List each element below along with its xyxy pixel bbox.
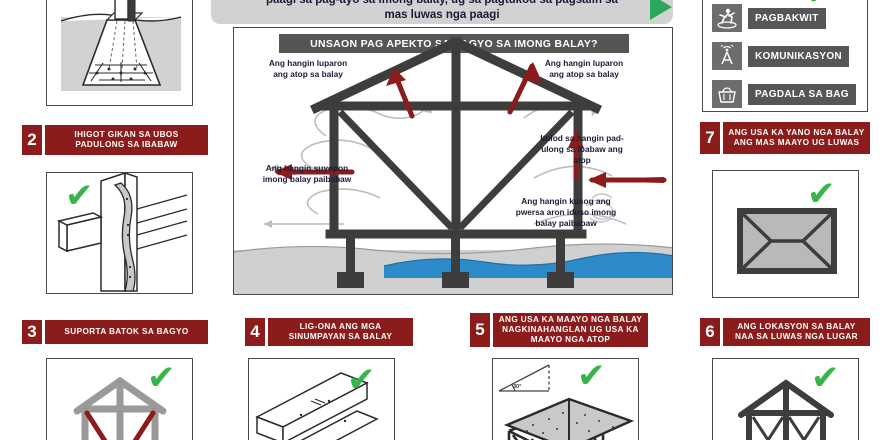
panel-6-title: ANG LOKASYON SA BALAY NAA SA LUWAS NGA L… <box>723 318 870 346</box>
diagram-label-top-left: Ang hangin luparon ang atop sa balay <box>268 58 348 79</box>
green-arrow-right-icon <box>650 0 672 20</box>
panel-3-check-icon: ✔ <box>147 358 176 398</box>
panel-5-title: ANG USA KA MAAYO NGA BALAY NAGKINAHANGLA… <box>493 313 648 347</box>
panel-2-title: IHIGOT GIKAN SA UBOS PADULONG SA IBABAW <box>45 125 208 155</box>
panel-6-check-icon: ✔ <box>811 358 840 398</box>
diagram-label-mid-right: Itulod sa hangin pad- ulong sa ibabaw an… <box>540 133 624 165</box>
panel-7-image: ✔ <box>712 170 859 298</box>
diagram-label-mid-left: Ang hangin suyopon imong balay paibabaw <box>262 163 352 184</box>
panel-7-header: 7 ANG USA KA YANO NGA BALAY ANG MAS MAAY… <box>700 122 870 154</box>
badge-box-check-icon: ✔ <box>806 0 831 10</box>
panel-2-check-icon: ✔ <box>65 176 94 216</box>
banner-text: paagi sa pag-ayo sa imong balay, ug sa p… <box>266 0 618 24</box>
panel-5-header: 5 ANG USA KA MAAYO NGA BALAY NAGKINAHANG… <box>470 313 648 347</box>
diagram-label-top-right: Ang hangin luparon ang atop sa balay <box>544 58 624 79</box>
panel-3-number: 3 <box>22 320 42 344</box>
panel-4-number: 4 <box>245 318 265 346</box>
handbag-icon <box>712 80 742 108</box>
banner-line-2: mas luwas nga paagi <box>384 9 500 22</box>
panel-7-check-icon: ✔ <box>807 174 836 214</box>
panel-5-number: 5 <box>470 313 490 347</box>
panel-3-image: ✔ <box>46 358 193 440</box>
running-person-icon <box>712 4 742 32</box>
panel-7-number: 7 <box>700 122 720 154</box>
top-banner: paagi sa pag-ayo sa imong balay, ug sa p… <box>211 0 673 24</box>
panel-4-image: ✔ <box>248 358 395 440</box>
badge-pagdala-sa-bag[interactable]: PAGDALA SA BAG <box>712 80 856 108</box>
panel-3-header: 3 SUPORTA BATOK SA BAGYO <box>22 320 208 344</box>
panel-4-check-icon: ✔ <box>347 360 376 400</box>
panel-1-image: ✔ <box>46 0 193 106</box>
panel-2-number: 2 <box>22 125 42 155</box>
panel-4-header: 4 LIG-ONA ANG MGA SINUMPAYAN SA BALAY <box>245 318 413 346</box>
radio-antenna-icon <box>712 42 742 70</box>
panel-2-image: ✔ <box>46 172 193 294</box>
banner-line-1: paagi sa pag-ayo sa imong balay, ug sa p… <box>266 0 618 6</box>
roof-angle-label: 30° <box>513 384 521 390</box>
storm-effect-diagram: UNSAON PAG APEKTO SA BAGYO SA IMONG BALA… <box>233 27 673 295</box>
badge-pagbakwit[interactable]: PAGBAKWIT <box>712 4 826 32</box>
diagram-label-bottom-right: Ang hangin kusog ang pwersa aron iduso i… <box>515 196 617 228</box>
panel-6-header: 6 ANG LOKASYON SA BALAY NAA SA LUWAS NGA… <box>700 318 870 346</box>
panel-6-image: ✔ <box>712 358 859 440</box>
badge-pagdala-label: PAGDALA SA BAG <box>748 83 856 105</box>
panel-2-header: 2 IHIGOT GIKAN SA UBOS PADULONG SA IBABA… <box>22 125 208 155</box>
panel-5-image: 30° ✔ <box>492 358 639 440</box>
panel-5-check-icon: ✔ <box>577 358 606 396</box>
badge-pagbakwit-label: PAGBAKWIT <box>748 7 826 29</box>
panel-6-number: 6 <box>700 318 720 346</box>
badge-komunikasyon[interactable]: KOMUNIKASYON <box>712 42 849 70</box>
panel-7-title: ANG USA KA YANO NGA BALAY ANG MAS MAAYO … <box>723 122 870 154</box>
panel-3-title: SUPORTA BATOK SA BAGYO <box>45 320 208 344</box>
badge-komunikasyon-label: KOMUNIKASYON <box>748 45 849 67</box>
panel-4-title: LIG-ONA ANG MGA SINUMPAYAN SA BALAY <box>268 318 413 346</box>
